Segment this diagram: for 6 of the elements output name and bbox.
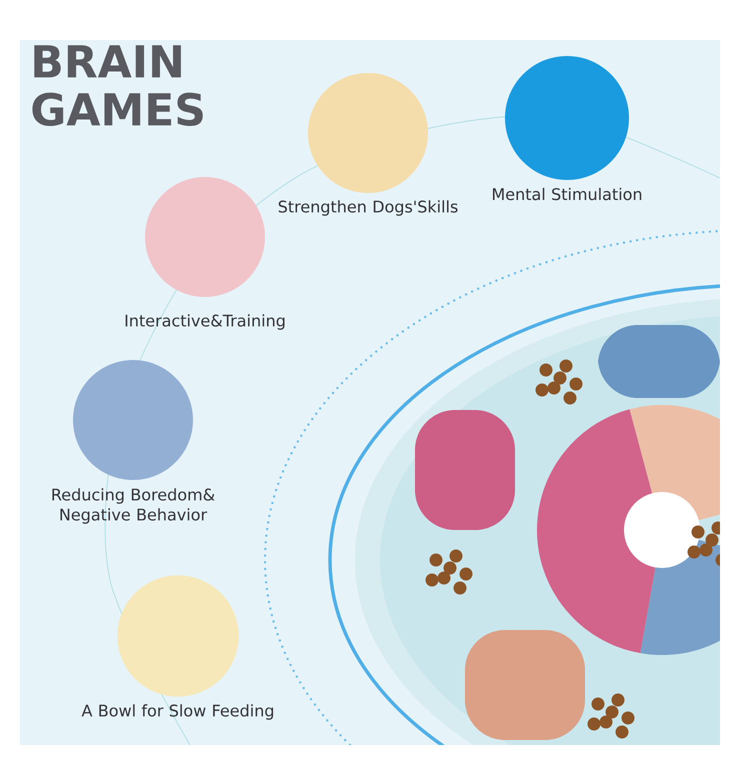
node-label: Strengthen Dogs'Skills — [278, 200, 458, 216]
node-label: Mental Stimulation — [493, 188, 642, 200]
node-label: Reducing Boredom& Negative Behavior — [52, 488, 215, 524]
node-label: Interactive&Training — [126, 314, 284, 330]
title: BRAIN GAMES — [32, 45, 203, 126]
node-label: A Bowl for Slow Feeding — [82, 704, 274, 720]
